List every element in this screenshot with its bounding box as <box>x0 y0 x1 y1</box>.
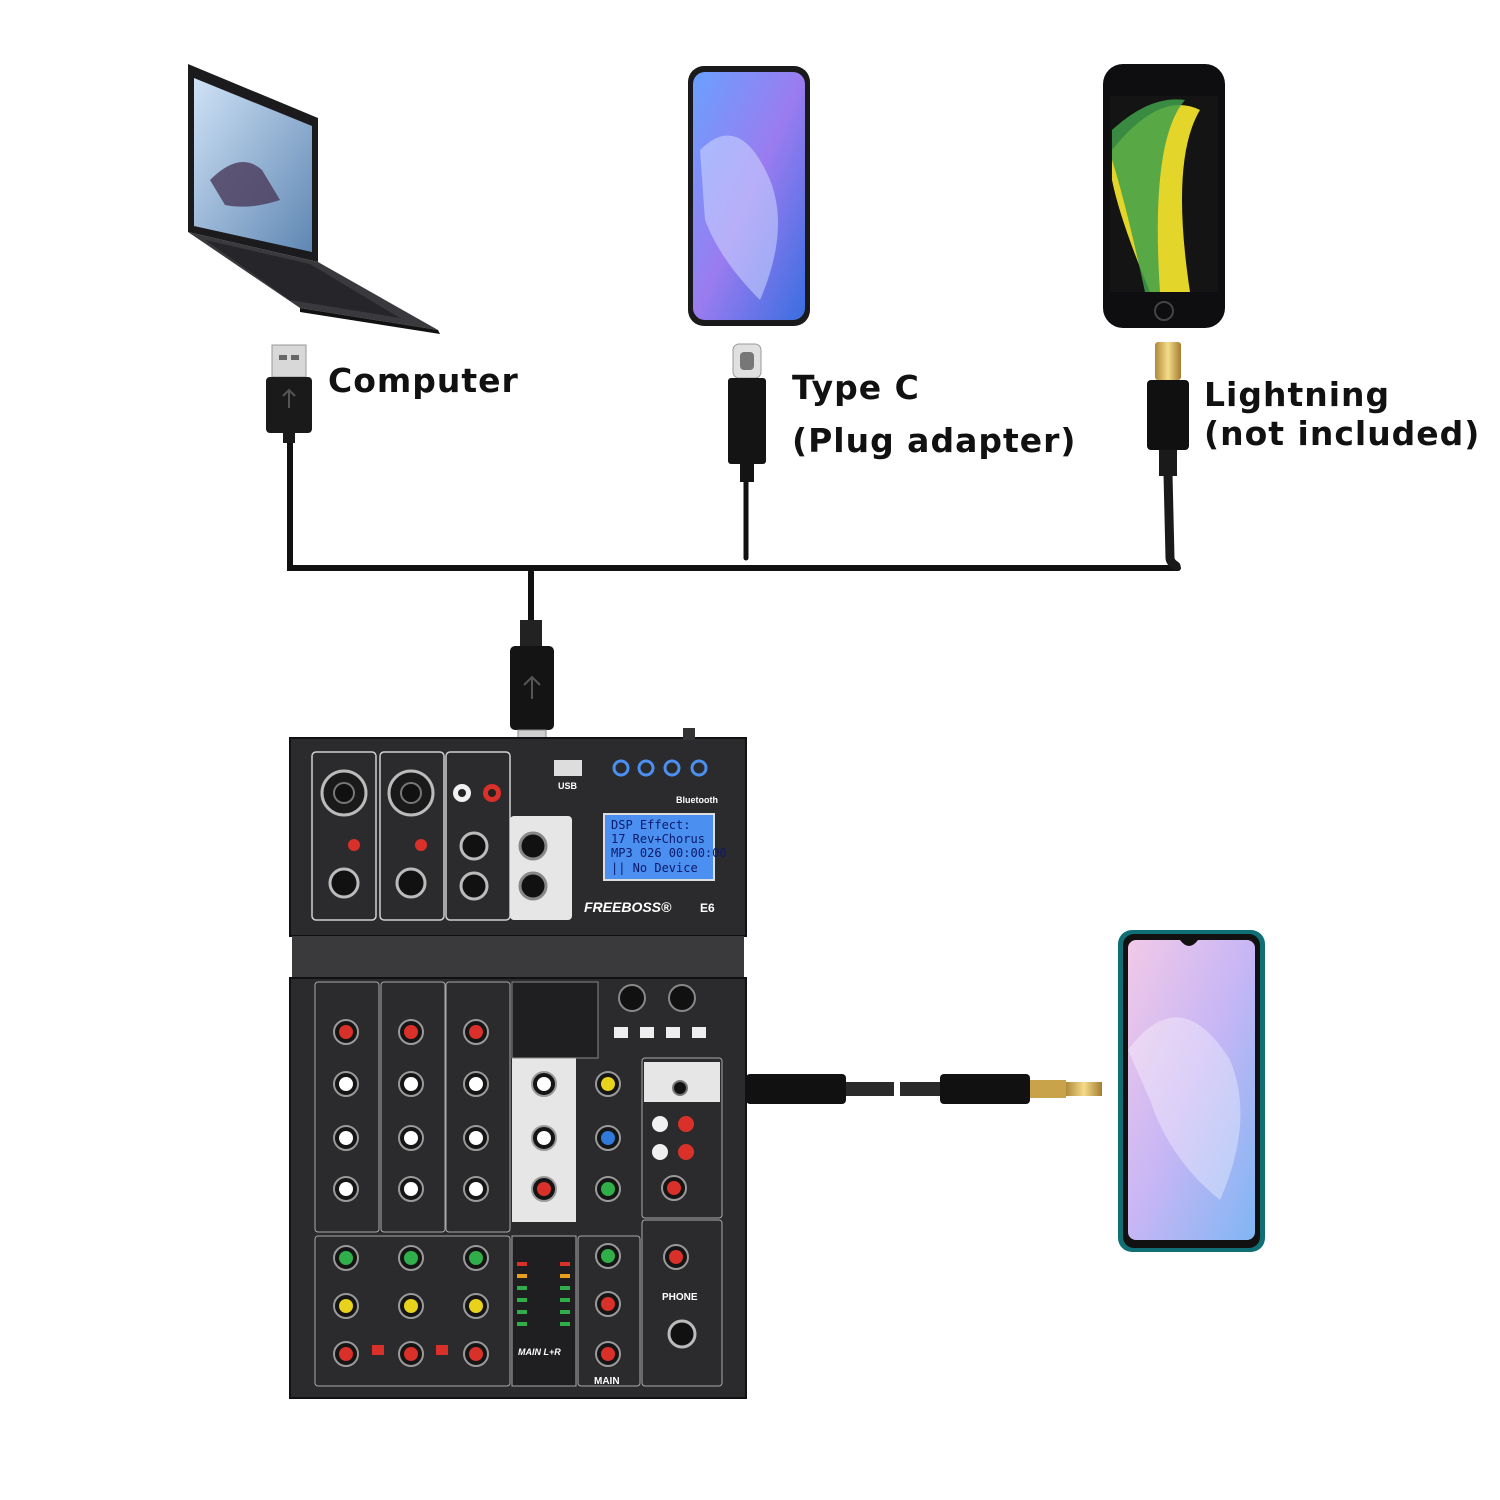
phone-label: PHONE <box>662 1292 698 1303</box>
level-meter <box>517 1262 570 1326</box>
lightning-label-line2: (not included) <box>1204 414 1481 453</box>
android-phone-image <box>688 66 810 326</box>
usb-c-plug-icon <box>728 343 766 482</box>
channel-knob[interactable] <box>463 1071 489 1097</box>
channel-knob[interactable] <box>333 1245 359 1271</box>
iphone-image <box>1103 64 1225 328</box>
channel-knob[interactable] <box>463 1019 489 1045</box>
main-left-knob[interactable] <box>595 1291 621 1317</box>
channel56-knob[interactable] <box>531 1125 557 1151</box>
bluetooth-label: Bluetooth <box>676 795 718 805</box>
usb-a-plug-icon <box>266 344 312 443</box>
control-room-knob[interactable] <box>661 1175 687 1201</box>
channel-knob[interactable] <box>398 1245 424 1271</box>
brand-logo: FREEBOSS® <box>584 899 672 915</box>
audio-mixer: USB Bluetooth DSP Effect: 17 Rev+Chorus … <box>289 728 747 1399</box>
fx-level-knob[interactable] <box>595 1243 621 1269</box>
laptop-image <box>188 64 440 334</box>
channel-knob[interactable] <box>398 1125 424 1151</box>
main-lr-label: MAIN L+R <box>518 1347 561 1357</box>
aux-cable <box>690 1074 1102 1104</box>
digital-return-knob[interactable] <box>595 1125 621 1151</box>
fx-sound-knob[interactable] <box>595 1176 621 1202</box>
mixer-usb-label: USB <box>558 781 578 791</box>
channel-knob[interactable] <box>398 1341 424 1367</box>
channel-knob[interactable] <box>463 1293 489 1319</box>
mixer-knobs <box>333 1019 689 1367</box>
typec-label-line2: (Plug adapter) <box>792 421 1077 460</box>
channel-knob[interactable] <box>333 1071 359 1097</box>
channel-knob[interactable] <box>398 1019 424 1045</box>
channel-knob[interactable] <box>398 1176 424 1202</box>
lcd-line-3: MP3 026 00:00:00 <box>611 846 727 860</box>
digital-return-knob[interactable] <box>595 1071 621 1097</box>
channel-knob[interactable] <box>463 1245 489 1271</box>
channel-knob[interactable] <box>333 1176 359 1202</box>
channel-knob[interactable] <box>333 1125 359 1151</box>
lcd-line-2: 17 Rev+Chorus <box>611 832 705 846</box>
lcd-line-4: || No Device <box>611 861 698 875</box>
channel-knob[interactable] <box>333 1341 359 1367</box>
channel-knob[interactable] <box>333 1019 359 1045</box>
model-name: E6 <box>700 901 715 915</box>
typec-label-line1: Type C <box>792 368 920 407</box>
channel-knob[interactable] <box>463 1125 489 1151</box>
main-label: MAIN <box>594 1376 620 1387</box>
audio-phone-image <box>1118 930 1265 1252</box>
main-right-knob[interactable] <box>595 1341 621 1367</box>
channel56-knob[interactable] <box>531 1176 557 1202</box>
phone-knob[interactable] <box>663 1244 689 1270</box>
usb-splitter-cable <box>287 437 1181 623</box>
channel56-knob[interactable] <box>531 1071 557 1097</box>
channel-knob[interactable] <box>398 1071 424 1097</box>
channel-knob[interactable] <box>398 1293 424 1319</box>
channel-knob[interactable] <box>463 1176 489 1202</box>
computer-label: Computer <box>328 361 519 400</box>
channel-knob[interactable] <box>333 1293 359 1319</box>
lightning-plug-icon <box>1147 342 1189 476</box>
channel-knob[interactable] <box>463 1341 489 1367</box>
lcd-line-1: DSP Effect: <box>611 818 690 832</box>
lightning-label-line1: Lightning <box>1204 375 1391 414</box>
